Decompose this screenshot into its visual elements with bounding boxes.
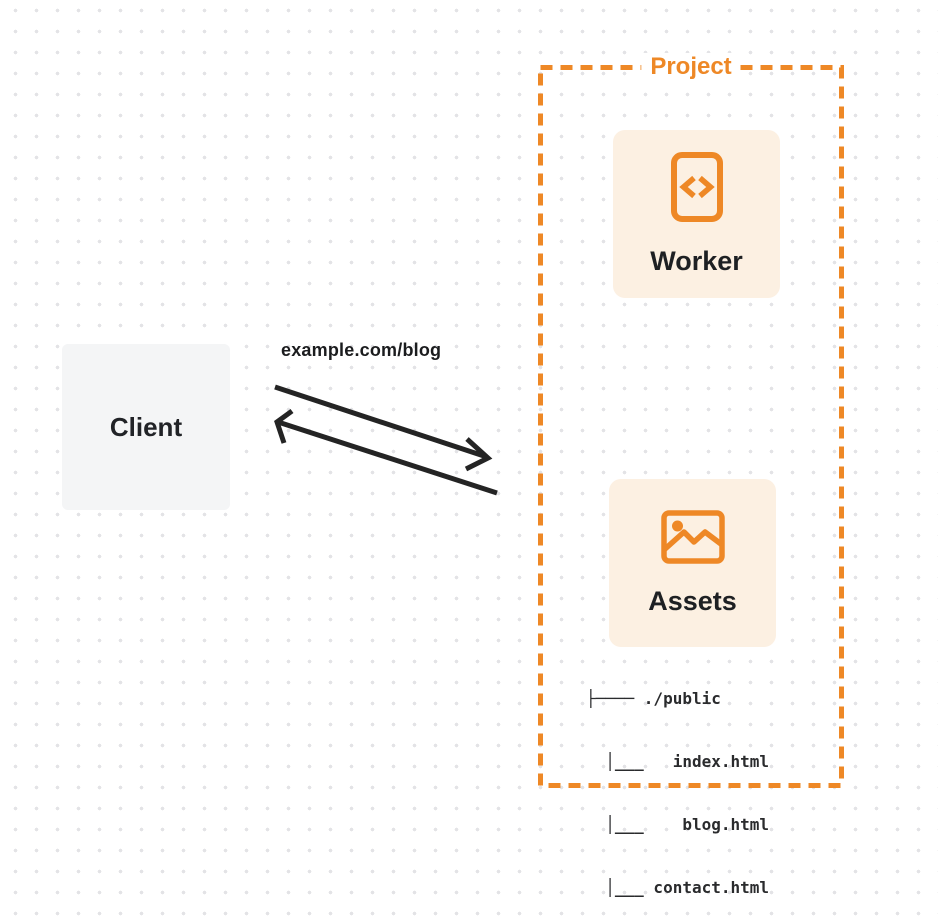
request-url-label: example.com/blog bbox=[281, 340, 442, 360]
client-node: Client bbox=[62, 344, 230, 510]
response-arrowhead-icon bbox=[274, 408, 294, 444]
response-arrow-line bbox=[277, 419, 498, 496]
file-tree-line: │___ index.html bbox=[586, 752, 770, 771]
request-arrowhead-icon bbox=[464, 437, 493, 472]
request-arrow-line bbox=[274, 384, 488, 460]
file-tree-line: │___ blog.html bbox=[586, 815, 770, 834]
worker-node: Worker bbox=[613, 130, 780, 298]
project-label: Project bbox=[641, 53, 741, 81]
assets-file-tree: ├──── ./public │___ index.html │___ blog… bbox=[586, 646, 769, 919]
file-tree-line: │___ contact.html bbox=[586, 878, 770, 897]
file-tree-line: ├──── ./public bbox=[586, 689, 721, 708]
code-file-icon bbox=[670, 151, 723, 222]
worker-label: Worker bbox=[650, 245, 743, 276]
project-boundary: Project bbox=[538, 53, 844, 788]
assets-label: Assets bbox=[648, 585, 737, 616]
image-icon bbox=[660, 509, 725, 564]
client-label: Client bbox=[109, 411, 183, 442]
assets-node: Assets bbox=[609, 479, 776, 647]
